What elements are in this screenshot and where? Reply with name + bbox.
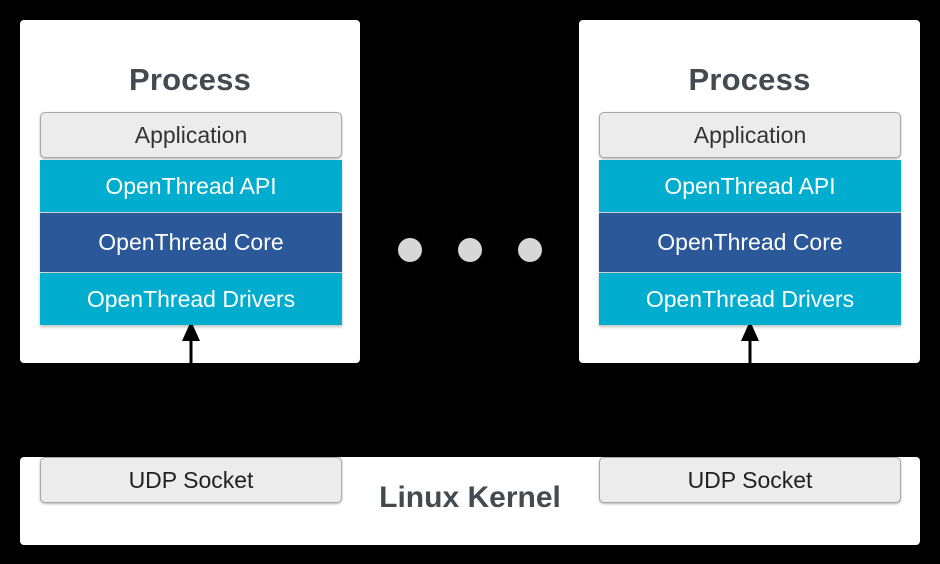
openthread-stack-right: Application OpenThread API OpenThread Co… bbox=[599, 112, 901, 325]
layer-openthread-api-right[interactable]: OpenThread API bbox=[599, 160, 901, 212]
process-title-right: Process bbox=[688, 62, 811, 97]
ellipsis-dot-1 bbox=[398, 238, 422, 262]
process-panel-left: Process Application OpenThread API OpenT… bbox=[20, 20, 360, 363]
up-arrow-icon bbox=[741, 321, 759, 365]
process-panel-right: Process Application OpenThread API OpenT… bbox=[579, 20, 920, 363]
linux-kernel-title: Linux Kernel bbox=[379, 481, 561, 514]
layer-openthread-core-right[interactable]: OpenThread Core bbox=[599, 213, 901, 272]
ellipsis-dot-2 bbox=[458, 238, 482, 262]
layer-openthread-api-left[interactable]: OpenThread API bbox=[40, 160, 342, 212]
process-ellipsis bbox=[395, 238, 545, 264]
layer-openthread-drivers-right[interactable]: OpenThread Drivers bbox=[599, 273, 901, 325]
linux-kernel-panel: UDP Socket Linux Kernel UDP Socket bbox=[20, 457, 920, 545]
up-arrow-icon bbox=[182, 321, 200, 365]
layer-openthread-core-left[interactable]: OpenThread Core bbox=[40, 213, 342, 272]
process-title-left: Process bbox=[128, 62, 252, 97]
layer-openthread-drivers-left[interactable]: OpenThread Drivers bbox=[40, 273, 342, 325]
openthread-stack-left: Application OpenThread API OpenThread Co… bbox=[40, 112, 342, 325]
layer-application-right[interactable]: Application bbox=[599, 112, 901, 158]
layer-application-left[interactable]: Application bbox=[40, 112, 342, 158]
ellipsis-dot-3 bbox=[518, 238, 542, 262]
udp-socket-left[interactable]: UDP Socket bbox=[40, 457, 342, 503]
udp-socket-right[interactable]: UDP Socket bbox=[599, 457, 901, 503]
